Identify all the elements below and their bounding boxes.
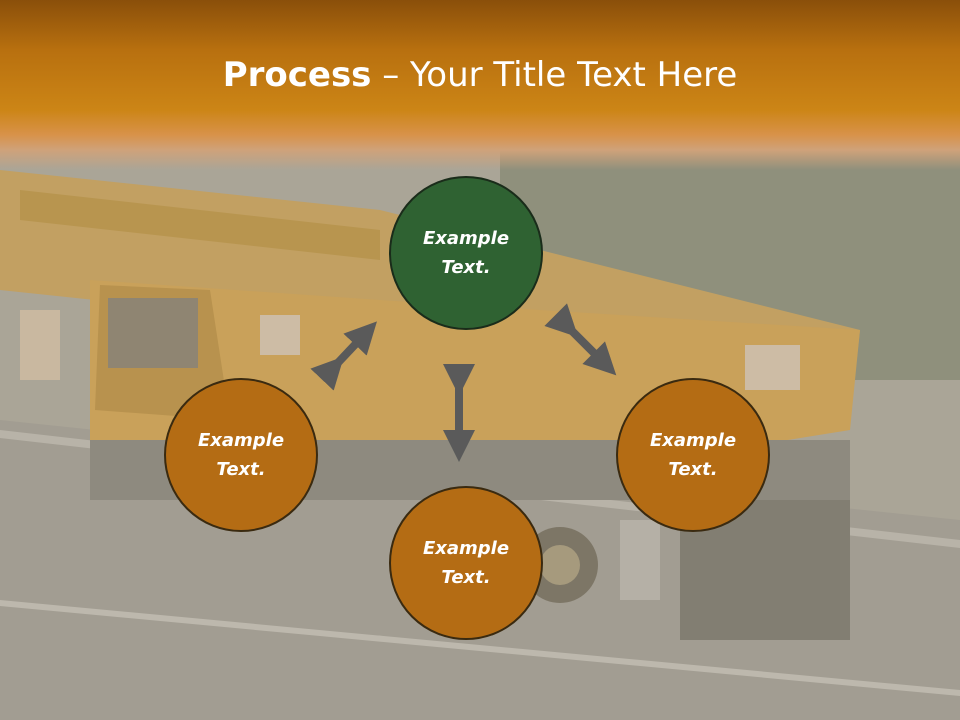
circle-bottom-text: Example Text.: [422, 538, 510, 588]
process-circle-left: Example Text.: [164, 378, 318, 532]
circle-right-text: Example Text.: [649, 430, 737, 480]
title-bold: Process: [222, 55, 372, 95]
circle-top-text: Example Text.: [422, 228, 510, 278]
process-circle-bottom: Example Text.: [389, 486, 543, 640]
arrow-top-right: [544, 303, 617, 376]
slide-title: Process – Your Title Text Here: [0, 52, 960, 98]
title-rest: – Your Title Text Here: [371, 55, 738, 95]
arrow-top-left: [310, 321, 377, 391]
header-band: [0, 0, 960, 170]
process-circle-top: Example Text.: [389, 176, 543, 330]
process-circle-right: Example Text.: [616, 378, 770, 532]
circle-left-text: Example Text.: [197, 430, 285, 480]
